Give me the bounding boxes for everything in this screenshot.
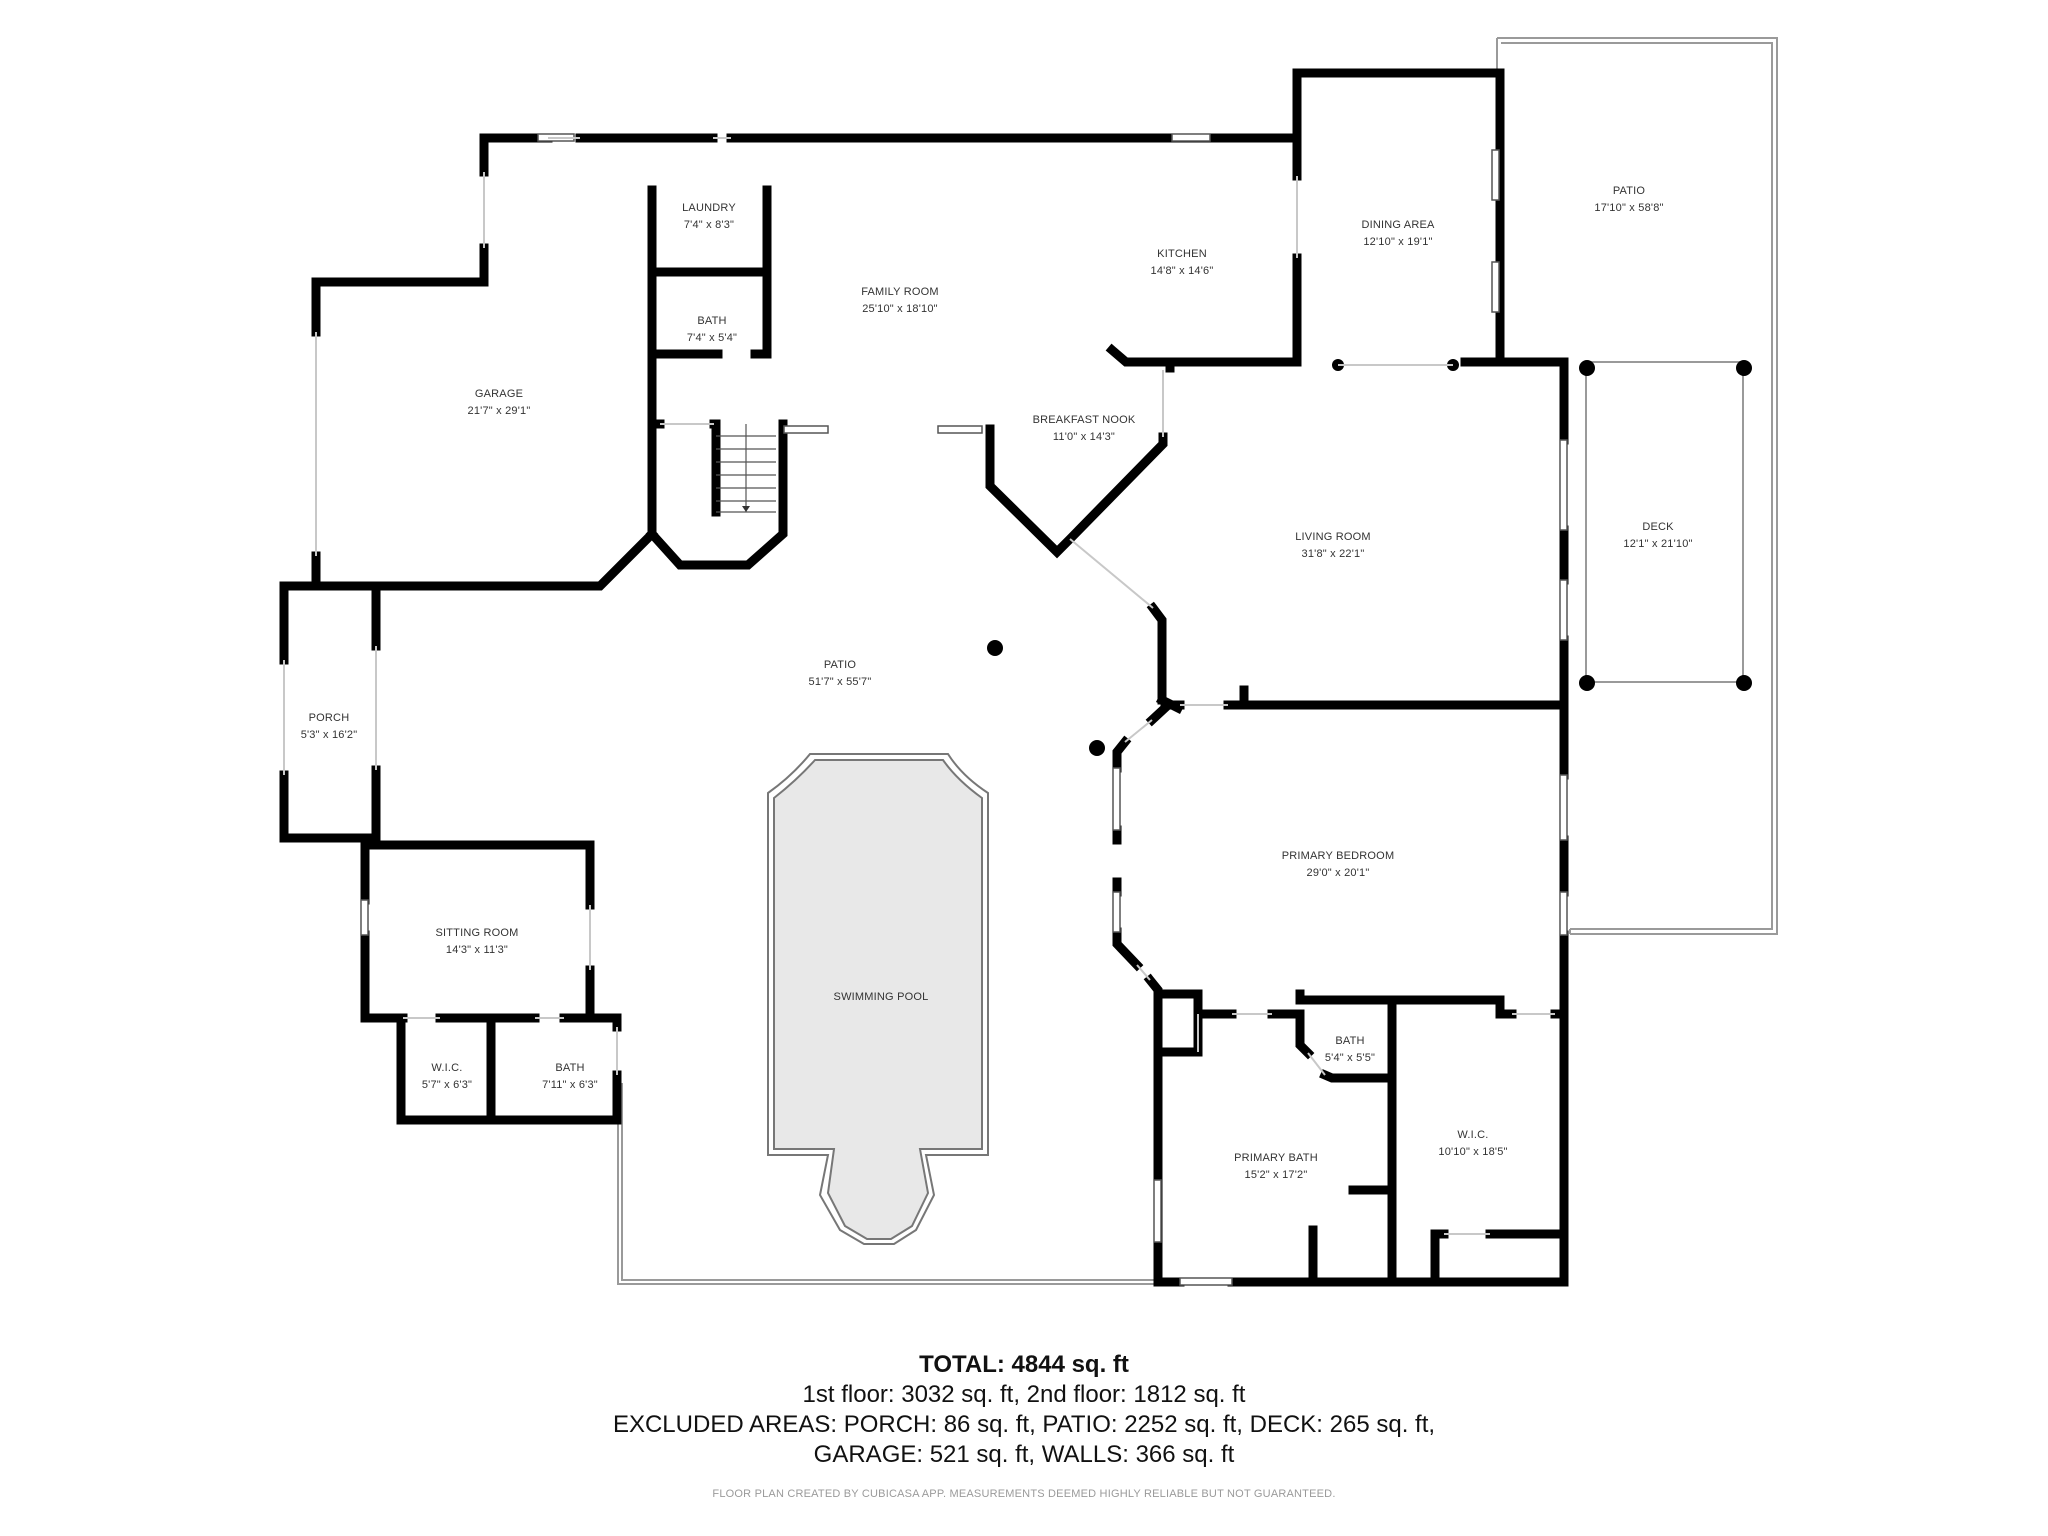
room-dimensions: 5'7" x 6'3" [421,1079,473,1091]
room-dimensions: 12'10" x 19'1" [1363,236,1433,248]
openings [283,137,1555,1235]
room-label-dining-area: DINING AREA 12'10" x 19'1" [1361,217,1434,251]
excluded-areas-line-1: EXCLUDED AREAS: PORCH: 86 sq. ft, PATIO:… [612,1411,1436,1438]
total-area: TOTAL: 4844 sq. ft [919,1351,1129,1378]
room-name: PRIMARY BATH [1234,1152,1318,1164]
deck-post [1579,360,1595,376]
patio-center-outline [617,1083,1156,1285]
walls [279,68,1569,1287]
room-name: SWIMMING POOL [833,991,929,1003]
room-dimensions: 11'0" x 14'3" [1052,431,1116,443]
room-dimensions: 14'8" x 14'6" [1150,265,1214,277]
room-dimensions: 7'11" x 6'3" [542,1079,598,1091]
room-dimensions: 25'10" x 18'10" [862,303,938,315]
swimming-pool-shape [767,753,989,1245]
floor-areas: 1st floor: 3032 sq. ft, 2nd floor: 1812 … [802,1381,1246,1408]
room-label-breakfast-nook: BREAKFAST NOOK 11'0" x 14'3" [1033,412,1136,446]
deck-post [1736,360,1752,376]
patio-right-outline [1496,37,1778,935]
room-name: PATIO [1612,185,1646,197]
room-label-kitchen: KITCHEN 14'8" x 14'6" [1151,246,1214,280]
room-label-patio-right: PATIO 17'10" x 58'8" [1594,183,1663,217]
excluded-areas-line-2: GARAGE: 521 sq. ft, WALLS: 366 sq. ft [813,1441,1235,1468]
room-dimensions: 17'10" x 58'8" [1594,202,1664,214]
disclaimer: FLOOR PLAN CREATED BY CUBICASA APP. MEAS… [712,1488,1336,1500]
room-label-family-room: FAMILY ROOM 25'10" x 18'10" [861,284,939,318]
room-dimensions: 5'3" x 16'2" [300,729,358,741]
room-dimensions: 51'7" x 55'7" [808,676,872,688]
room-dimensions: 5'4" x 5'5" [1324,1052,1376,1064]
room-name: DECK [1642,521,1674,533]
room-name: LIVING ROOM [1295,531,1371,543]
room-label-wic-primary: W.I.C. 10'10" x 18'5" [1438,1127,1507,1161]
room-name: FAMILY ROOM [861,286,939,298]
room-name: BATH [555,1062,585,1074]
deck-post [1736,675,1752,691]
room-name: W.I.C. [431,1062,463,1074]
room-name: PRIMARY BEDROOM [1281,850,1395,862]
room-name: W.I.C. [1457,1129,1489,1141]
room-label-garage: GARAGE 21'7" x 29'1" [468,386,531,420]
room-name: BREAKFAST NOOK [1032,414,1136,426]
room-dimensions: 10'10" x 18'5" [1438,1146,1508,1158]
room-name: PORCH [308,712,350,724]
patio-column [1089,740,1105,756]
room-label-bath-lower-left: BATH 7'11" x 6'3" [542,1060,598,1094]
room-dimensions: 29'0" x 20'1" [1306,867,1370,879]
room-dimensions: 31'8" x 22'1" [1301,548,1365,560]
deck-outline [1579,360,1752,691]
room-label-bath-primary-small: BATH 5'4" x 5'5" [1325,1033,1375,1067]
room-label-bath-upper: BATH 7'4" x 5'4" [687,313,737,347]
room-name: BATH [697,315,727,327]
area-summary: TOTAL: 4844 sq. ft 1st floor: 3032 sq. f… [0,1350,2048,1500]
room-dimensions: 7'4" x 8'3" [683,219,735,231]
room-label-patio-center: PATIO 51'7" x 55'7" [809,657,872,691]
room-dimensions: 15'2" x 17'2" [1244,1169,1308,1181]
room-dimensions: 12'1" x 21'10" [1623,538,1693,550]
room-label-living-room: LIVING ROOM 31'8" x 22'1" [1295,529,1371,563]
room-name: DINING AREA [1361,219,1435,231]
room-name: LAUNDRY [682,202,736,214]
room-label-wic-left: W.I.C. 5'7" x 6'3" [422,1060,472,1094]
room-name: KITCHEN [1157,248,1207,260]
patio-column [987,640,1003,656]
room-dimensions: 21'7" x 29'1" [467,405,531,417]
room-dimensions: 7'4" x 5'4" [686,332,738,344]
room-label-primary-bath: PRIMARY BATH 15'2" x 17'2" [1234,1150,1318,1184]
room-name: SITTING ROOM [435,927,519,939]
room-label-laundry: LAUNDRY 7'4" x 8'3" [682,200,736,234]
room-label-primary-bedroom: PRIMARY BEDROOM 29'0" x 20'1" [1282,848,1395,882]
room-name: PATIO [823,659,857,671]
room-label-swimming-pool: SWIMMING POOL [834,989,929,1006]
room-name: GARAGE [474,388,524,400]
room-label-deck: DECK 12'1" x 21'10" [1623,519,1692,553]
room-label-porch: PORCH 5'3" x 16'2" [301,710,358,744]
room-dimensions: 14'3" x 11'3" [445,944,509,956]
windows [360,133,1568,1286]
room-label-sitting-room: SITTING ROOM 14'3" x 11'3" [435,925,518,959]
deck-post [1579,675,1595,691]
room-name: BATH [1335,1035,1365,1047]
staircase [716,424,776,513]
